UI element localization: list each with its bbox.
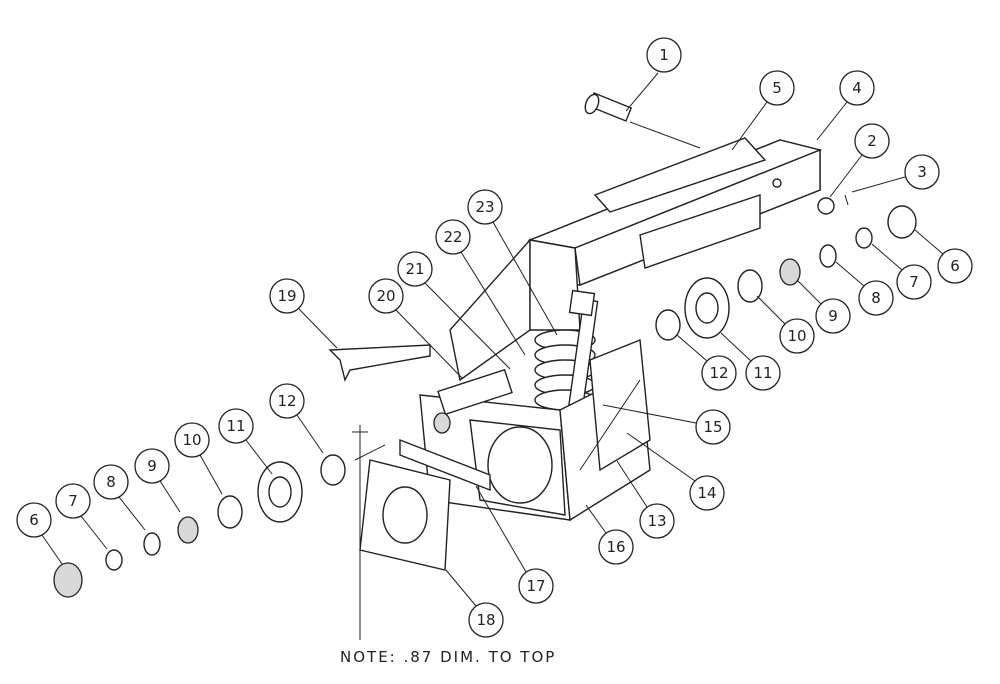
callout-10-left: 10 (174, 422, 223, 495)
callout-label: 22 (443, 228, 462, 246)
callout-label: 5 (772, 79, 782, 97)
callout-label: 11 (226, 417, 245, 435)
dimension-note: NOTE: .87 DIM. TO TOP (340, 648, 557, 666)
callout-label: 12 (709, 364, 728, 382)
callout-8-left: 8 (93, 464, 146, 531)
callout-label: 15 (703, 418, 722, 436)
callout-label: 9 (147, 457, 157, 475)
callout-5: 5 (731, 70, 795, 151)
right-hub-stack (655, 194, 917, 341)
callout-20: 20 (368, 278, 463, 379)
bracket-19 (328, 344, 431, 383)
callout-label: 14 (697, 484, 716, 502)
callout-13: 13 (616, 460, 675, 539)
callout-label: 23 (475, 198, 494, 216)
dimension-line (352, 425, 368, 640)
callout-7-right: 7 (871, 243, 932, 300)
callout-label: 1 (659, 46, 669, 64)
callout-18: 18 (445, 569, 504, 638)
callout-16: 16 (585, 504, 634, 565)
callout-label: 2 (867, 132, 877, 150)
callout-label: 10 (182, 431, 201, 449)
callout-label: 7 (909, 273, 919, 291)
callout-14: 14 (626, 432, 725, 511)
callout-15: 15 (602, 404, 731, 445)
callout-21: 21 (397, 251, 511, 370)
callout-12-right: 12 (676, 334, 737, 391)
callout-3: 3 (851, 154, 940, 193)
callout-6-right: 6 (914, 229, 973, 284)
main-arm-beam (527, 137, 823, 286)
callout-2: 2 (829, 123, 890, 198)
callout-17: 17 (475, 485, 554, 604)
callout-label: 17 (526, 577, 545, 595)
callout-4: 4 (816, 70, 875, 141)
callout-label: 20 (376, 287, 395, 305)
callout-6-left: 6 (16, 502, 63, 565)
plate-17 (399, 438, 491, 492)
callout-label: 6 (29, 511, 39, 529)
callout-11-left: 11 (218, 408, 273, 475)
plate-18 (359, 459, 451, 571)
callout-label: 11 (753, 364, 772, 382)
callout-23: 23 (467, 189, 558, 336)
callout-22: 22 (435, 219, 526, 356)
actuator-20 (433, 368, 513, 434)
parts-drawing (53, 92, 917, 640)
callout-label: 8 (106, 473, 116, 491)
callout-label: 10 (787, 327, 806, 345)
vertical-column (449, 238, 581, 382)
callout-label: 21 (405, 260, 424, 278)
spindle-housing (419, 339, 651, 522)
callout-7-left: 7 (55, 483, 108, 550)
callout-1: 1 (625, 37, 682, 112)
callout-12-left: 12 (269, 383, 324, 454)
callout-label: 3 (917, 163, 927, 181)
callout-9-right: 9 (796, 279, 851, 334)
callout-label: 13 (647, 512, 666, 530)
callout-label: 12 (277, 392, 296, 410)
callout-19: 19 (269, 278, 338, 349)
callout-label: 9 (828, 307, 838, 325)
callout-10-right: 10 (756, 295, 815, 354)
pin-part (584, 92, 701, 149)
callout-label: 8 (871, 289, 881, 307)
callout-label: 7 (68, 492, 78, 510)
callout-label: 4 (852, 79, 862, 97)
callout-label: 19 (277, 287, 296, 305)
left-hub-stack (53, 444, 386, 598)
callout-label: 6 (950, 257, 960, 275)
callout-8-right: 8 (835, 261, 894, 316)
callout-label: 18 (476, 611, 495, 629)
callout-9-left: 9 (134, 448, 181, 513)
callout-11-right: 11 (720, 332, 781, 391)
callout-label: 16 (606, 538, 625, 556)
